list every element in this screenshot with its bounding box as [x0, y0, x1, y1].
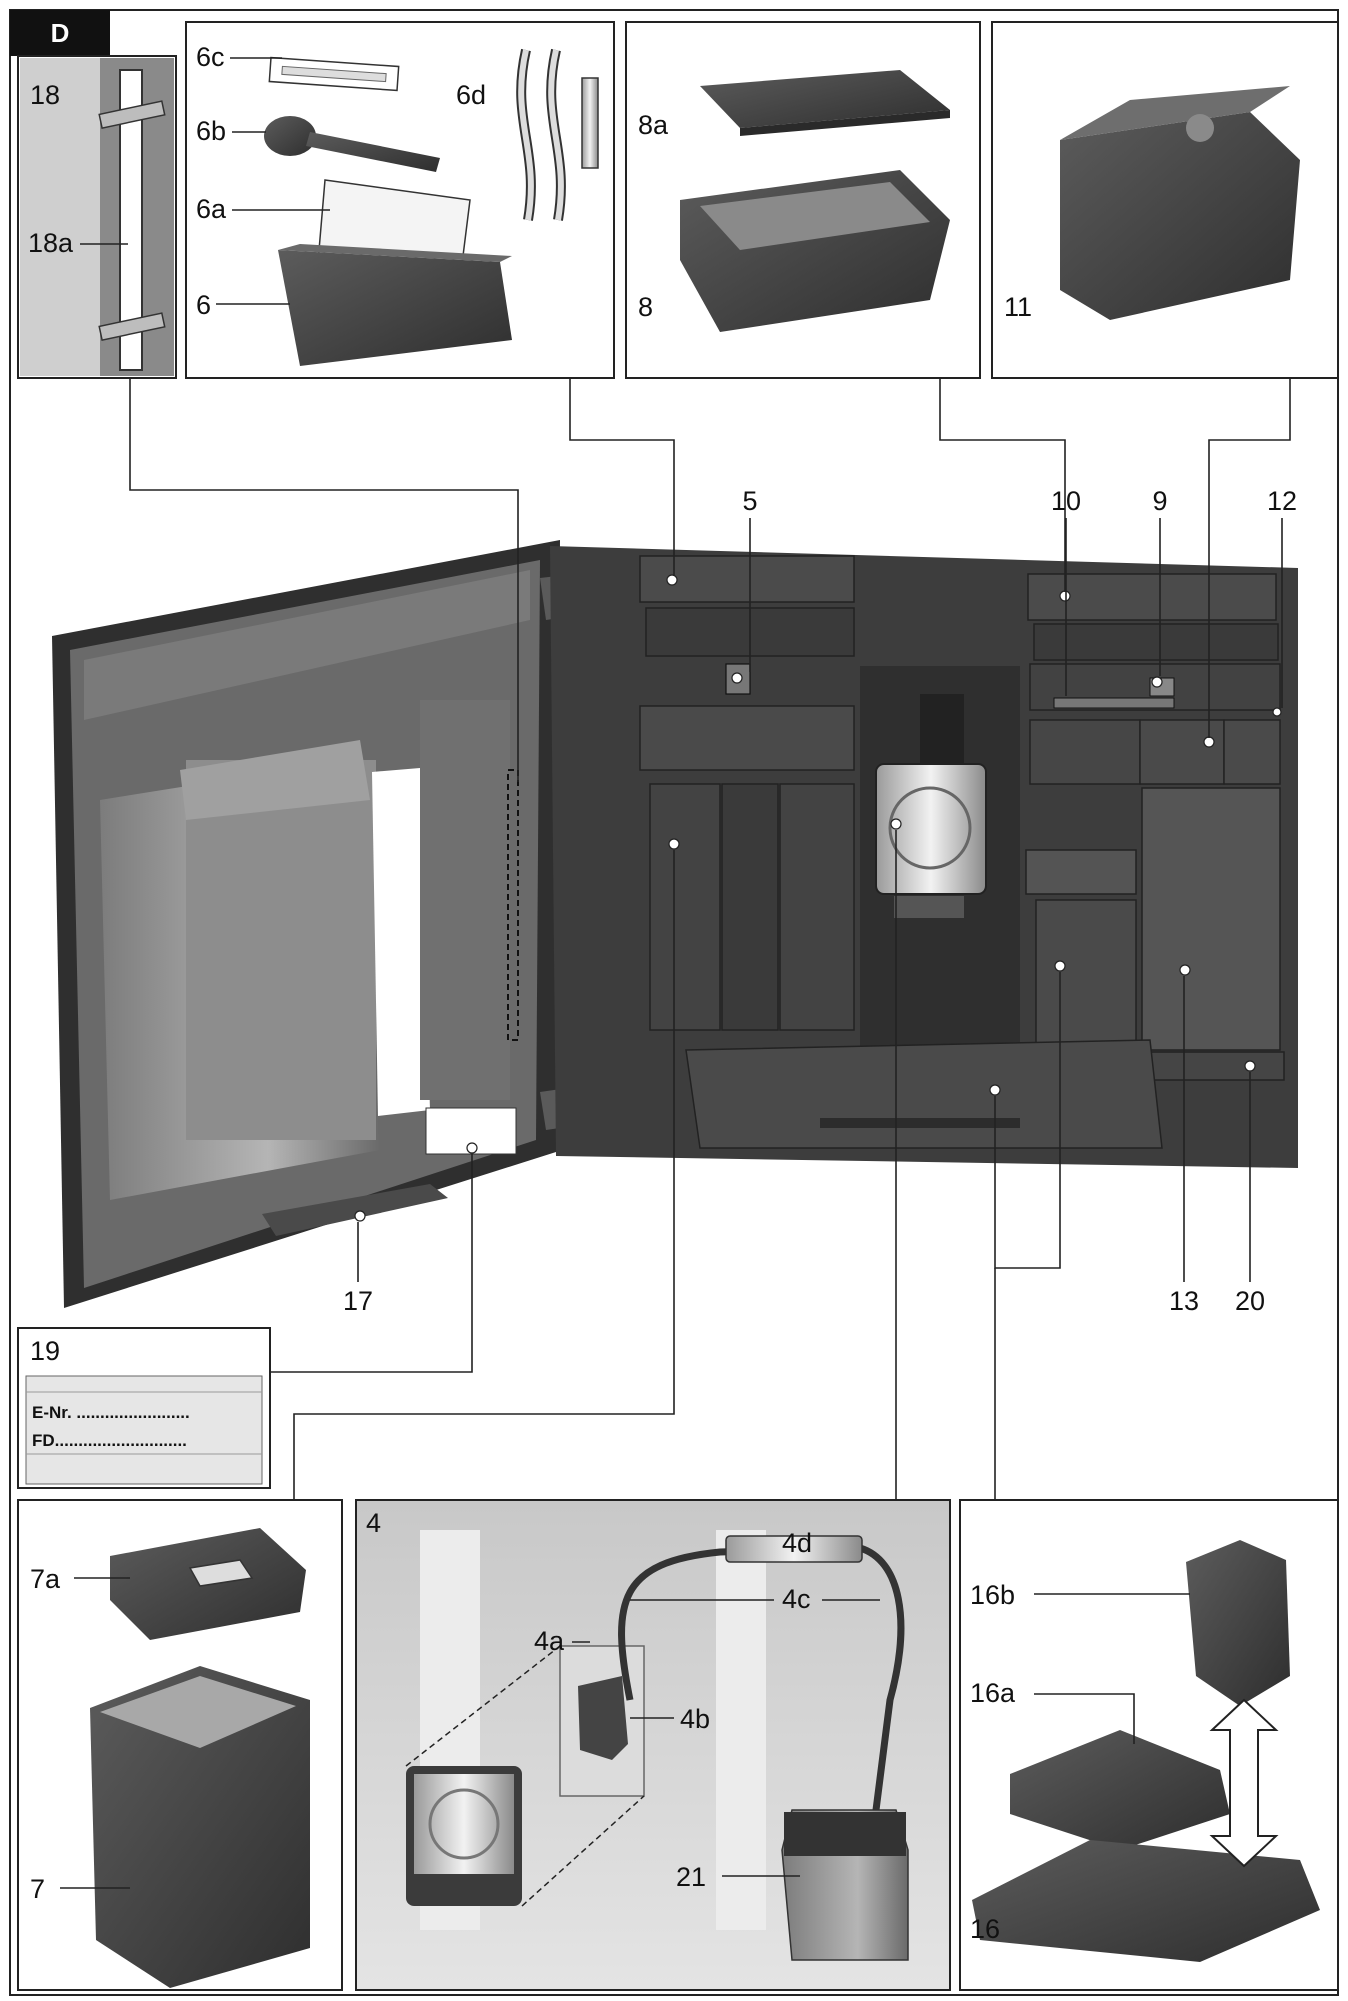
panel-6: 6c 6b 6a 6 6d	[185, 21, 615, 379]
label-11: 11	[1004, 292, 1032, 322]
label-7: 7	[30, 1874, 45, 1904]
type-plate-e-nr: E-Nr. ........................	[32, 1403, 190, 1422]
panel-8: 8a 8	[625, 21, 981, 379]
label-6c: 6c	[196, 42, 225, 72]
label-6: 6	[196, 290, 211, 320]
label-18: 18	[30, 80, 60, 110]
label-12: 12	[1267, 486, 1297, 516]
type-plate-fd: FD............................	[32, 1431, 187, 1450]
label-6d: 6d	[456, 80, 486, 110]
coffee-machine	[52, 540, 1298, 1308]
label-20: 20	[1235, 1286, 1265, 1316]
panel-4: 4 4d 4c 4a 4b 21	[355, 1499, 951, 1991]
panel-16: 16b 16a 16	[959, 1499, 1339, 1991]
label-4c: 4c	[782, 1584, 811, 1614]
figure-letter: D	[51, 18, 70, 48]
label-16b: 16b	[970, 1580, 1015, 1610]
label-17: 17	[343, 1286, 373, 1316]
label-19: 19	[30, 1336, 60, 1366]
label-4: 4	[366, 1508, 381, 1538]
label-8a: 8a	[638, 110, 669, 140]
label-13: 13	[1169, 1286, 1199, 1316]
label-6a: 6a	[196, 194, 227, 224]
label-7a: 7a	[30, 1564, 61, 1594]
label-16: 16	[970, 1914, 1000, 1944]
figure-letter-tab: D	[10, 10, 110, 56]
label-16a: 16a	[970, 1678, 1016, 1708]
label-5: 5	[742, 486, 757, 516]
panel-18: 18 18a	[17, 55, 177, 379]
label-18a: 18a	[28, 228, 74, 258]
panel-11: 11	[991, 21, 1339, 379]
outer-frame	[9, 9, 1339, 1996]
label-10: 10	[1051, 486, 1081, 516]
label-4a: 4a	[534, 1626, 565, 1656]
panel-19-type-plate: 19 E-Nr. ........................ FD....…	[17, 1327, 271, 1489]
label-8: 8	[638, 292, 653, 322]
label-4b: 4b	[680, 1704, 710, 1734]
label-4d: 4d	[782, 1528, 812, 1558]
panel-7: 7a 7	[17, 1499, 343, 1991]
label-21: 21	[676, 1862, 706, 1892]
label-6b: 6b	[196, 116, 226, 146]
label-9: 9	[1152, 486, 1167, 516]
